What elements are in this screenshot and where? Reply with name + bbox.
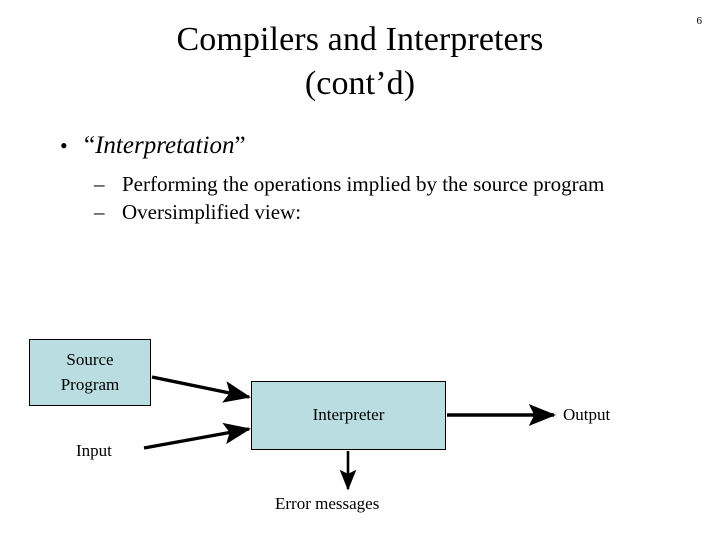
output-label: Output [563,405,611,424]
slide-body: • “Interpretation” –Performing the operat… [46,130,686,228]
interpreter-box-label: Interpreter [312,405,385,425]
quote-open: “ [84,132,96,159]
sub-bullet-text: Oversimplified view: [122,200,302,225]
quote-close: ” [234,132,246,159]
source-program-box: Source Program [29,339,151,406]
bullet-marker: • [60,133,68,158]
sub-bullet-marker: – [94,200,105,225]
title-line-2: (cont’d) [304,64,416,102]
title-line-1: Compilers and Interpreters [176,21,544,58]
input-label: Input [76,441,112,460]
page-title: Compilers and Interpreters (cont’d) [60,18,660,105]
bullet-interpretation: • “Interpretation” [46,130,686,163]
sub-bullet-oversimplified: –Oversimplified view: [46,199,702,227]
sub-bullet-text: Performing the operations implied by the… [122,171,605,196]
arrow-input-to-interpreter [143,422,252,450]
slide-number: 6 [696,15,703,27]
bullet-emphasis-text: Interpretation [95,132,235,159]
sub-bullet-performing: –Performing the operations implied by th… [46,171,702,199]
sub-bullet-marker: – [94,171,105,196]
error-messages-label: Error messages [275,494,380,513]
source-program-line-1: Source [66,350,114,370]
interpreter-box: Interpreter [251,381,446,450]
arrow-source-to-interpreter [151,375,251,403]
source-program-line-2: Program [60,374,120,394]
